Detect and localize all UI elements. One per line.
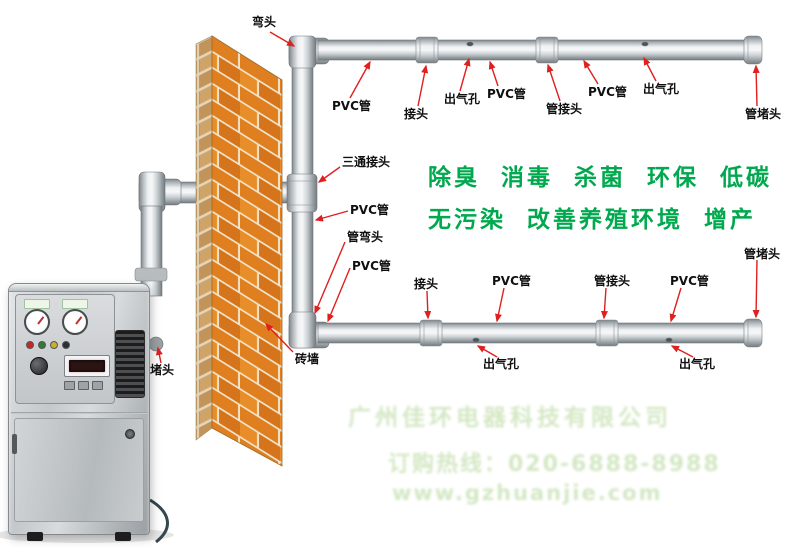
indicator-led [38,341,46,349]
bottom-pipe [317,322,749,344]
timer-display [64,355,110,377]
door-lock[interactable] [125,429,135,439]
watermark-line-3: www.gzhuanjie.com [392,481,663,505]
brick-wall [195,35,283,467]
top-end-cap [743,35,763,65]
top-air-hole-1 [466,41,474,47]
arrow-pvc-top-2 [488,60,499,87]
arrow-tee-joint [317,166,341,183]
arrow-plug-machine [155,346,163,364]
arrow-pipe-plug-bottom [752,259,760,319]
promo-line-2: 无污染 改善养殖环境 增产 [428,207,757,233]
bottom-coupling-2 [595,319,619,347]
arrow-joint-bottom [424,290,432,320]
machine-pipe-collar [134,267,168,282]
label-air-outlet-top-1: 出气孔 [444,92,481,106]
pressure-gauge [62,309,88,335]
door-handle[interactable] [12,434,17,454]
label-plug-machine: 堵头 [150,363,175,377]
cooling-vent [115,330,145,398]
label-pvc-top-1: PVC管 [332,99,371,113]
label-pvc-mid-1: PVC管 [350,203,389,217]
arrow-pipe-plug-top [752,64,760,107]
arrow-air-outlet-top-2 [643,56,657,82]
power-cord [149,498,169,544]
label-elbow-top: 弯头 [252,15,277,29]
bottom-air-hole-2 [665,337,673,343]
bottom-elbow-vertical [288,311,317,349]
label-air-outlet-bottom-1: 出气孔 [483,357,520,371]
control-panel [15,294,115,404]
machine-side-plug [148,336,164,352]
wall-front-face [211,35,283,467]
arrow-pvc-bottom-2 [669,287,682,323]
panel-button[interactable] [64,381,75,390]
bottom-air-hole-1 [472,337,480,343]
door-seam [11,412,147,414]
control-knob[interactable] [30,357,48,375]
indicator-led [62,341,70,349]
arrow-pvc-mid-1 [314,210,349,222]
indicator-led [50,341,58,349]
arrow-pvc-mid-2 [327,267,351,323]
top-air-hole-2 [641,41,649,47]
top-pipe-run [288,35,763,69]
arrow-pipe-joint-bottom [600,287,608,320]
bottom-coupling-1 [419,319,443,347]
arrow-elbow-top [269,31,296,47]
label-pvc-top-3: PVC管 [588,85,627,99]
label-pvc-bottom-1: PVC管 [492,274,531,288]
display-screen [69,360,105,372]
label-pvc-mid-2: PVC管 [352,259,391,273]
machine-foot [27,532,43,541]
arrow-air-outlet-bottom-1 [476,345,498,358]
wall-edge-face [195,35,213,441]
watermark-line-1: 广州佳环电器科技有限公司 [348,405,672,431]
pressure-gauge [24,309,50,335]
panel-button[interactable] [92,381,103,390]
watermark-line-2: 订购热线：020-6888-8988 [388,452,721,477]
machine-foot [115,532,131,541]
label-pipe-elbow-mid: 管弯头 [347,230,384,244]
tee-fitting [286,173,318,213]
top-elbow-vertical [288,35,317,69]
arrow-air-outlet-top-1 [459,57,471,92]
callout-arrows [155,31,760,364]
arrow-pvc-top-1 [349,60,371,99]
ozone-generator-machine [8,283,150,541]
label-joint-bottom: 接头 [414,277,439,291]
promo-line-1: 除臭 消毒 杀菌 环保 低碳 [428,165,773,191]
panel-sticker [62,299,88,309]
machine-top-edge [9,284,149,292]
top-pipe [317,39,749,61]
label-tee-joint: 三通接头 [342,155,391,169]
label-pipe-plug-top: 管堵头 [745,107,782,121]
arrow-pvc-top-3 [583,59,599,85]
panel-sticker [24,299,50,309]
arrow-pipe-elbow-mid [314,241,346,315]
label-brick-wall: 砖墙 [295,352,320,366]
arrow-brick-wall [265,322,294,353]
arrow-pvc-bottom-1 [495,287,505,323]
top-coupling-1 [415,36,439,64]
label-joint-top: 接头 [404,107,429,121]
label-pipe-joint-top: 管接头 [546,102,583,116]
label-air-outlet-top-2: 出气孔 [643,82,680,96]
label-pvc-bottom-2: PVC管 [670,274,709,288]
arrow-air-outlet-bottom-2 [670,345,694,358]
label-pipe-plug-bottom: 管堵头 [744,247,781,261]
vertical-pipe-run [286,49,318,333]
front-door [14,418,144,522]
label-pvc-top-2: PVC管 [487,87,526,101]
label-air-outlet-bottom-2: 出气孔 [679,357,716,371]
bottom-end-cap [743,318,763,348]
arrow-pipe-joint-top [546,63,561,102]
indicator-led [26,341,34,349]
bottom-pipe-run [288,311,763,349]
arrow-joint-top [417,64,429,107]
panel-button[interactable] [78,381,89,390]
label-pipe-joint-bottom: 管接头 [594,274,631,288]
top-coupling-2 [535,36,559,64]
